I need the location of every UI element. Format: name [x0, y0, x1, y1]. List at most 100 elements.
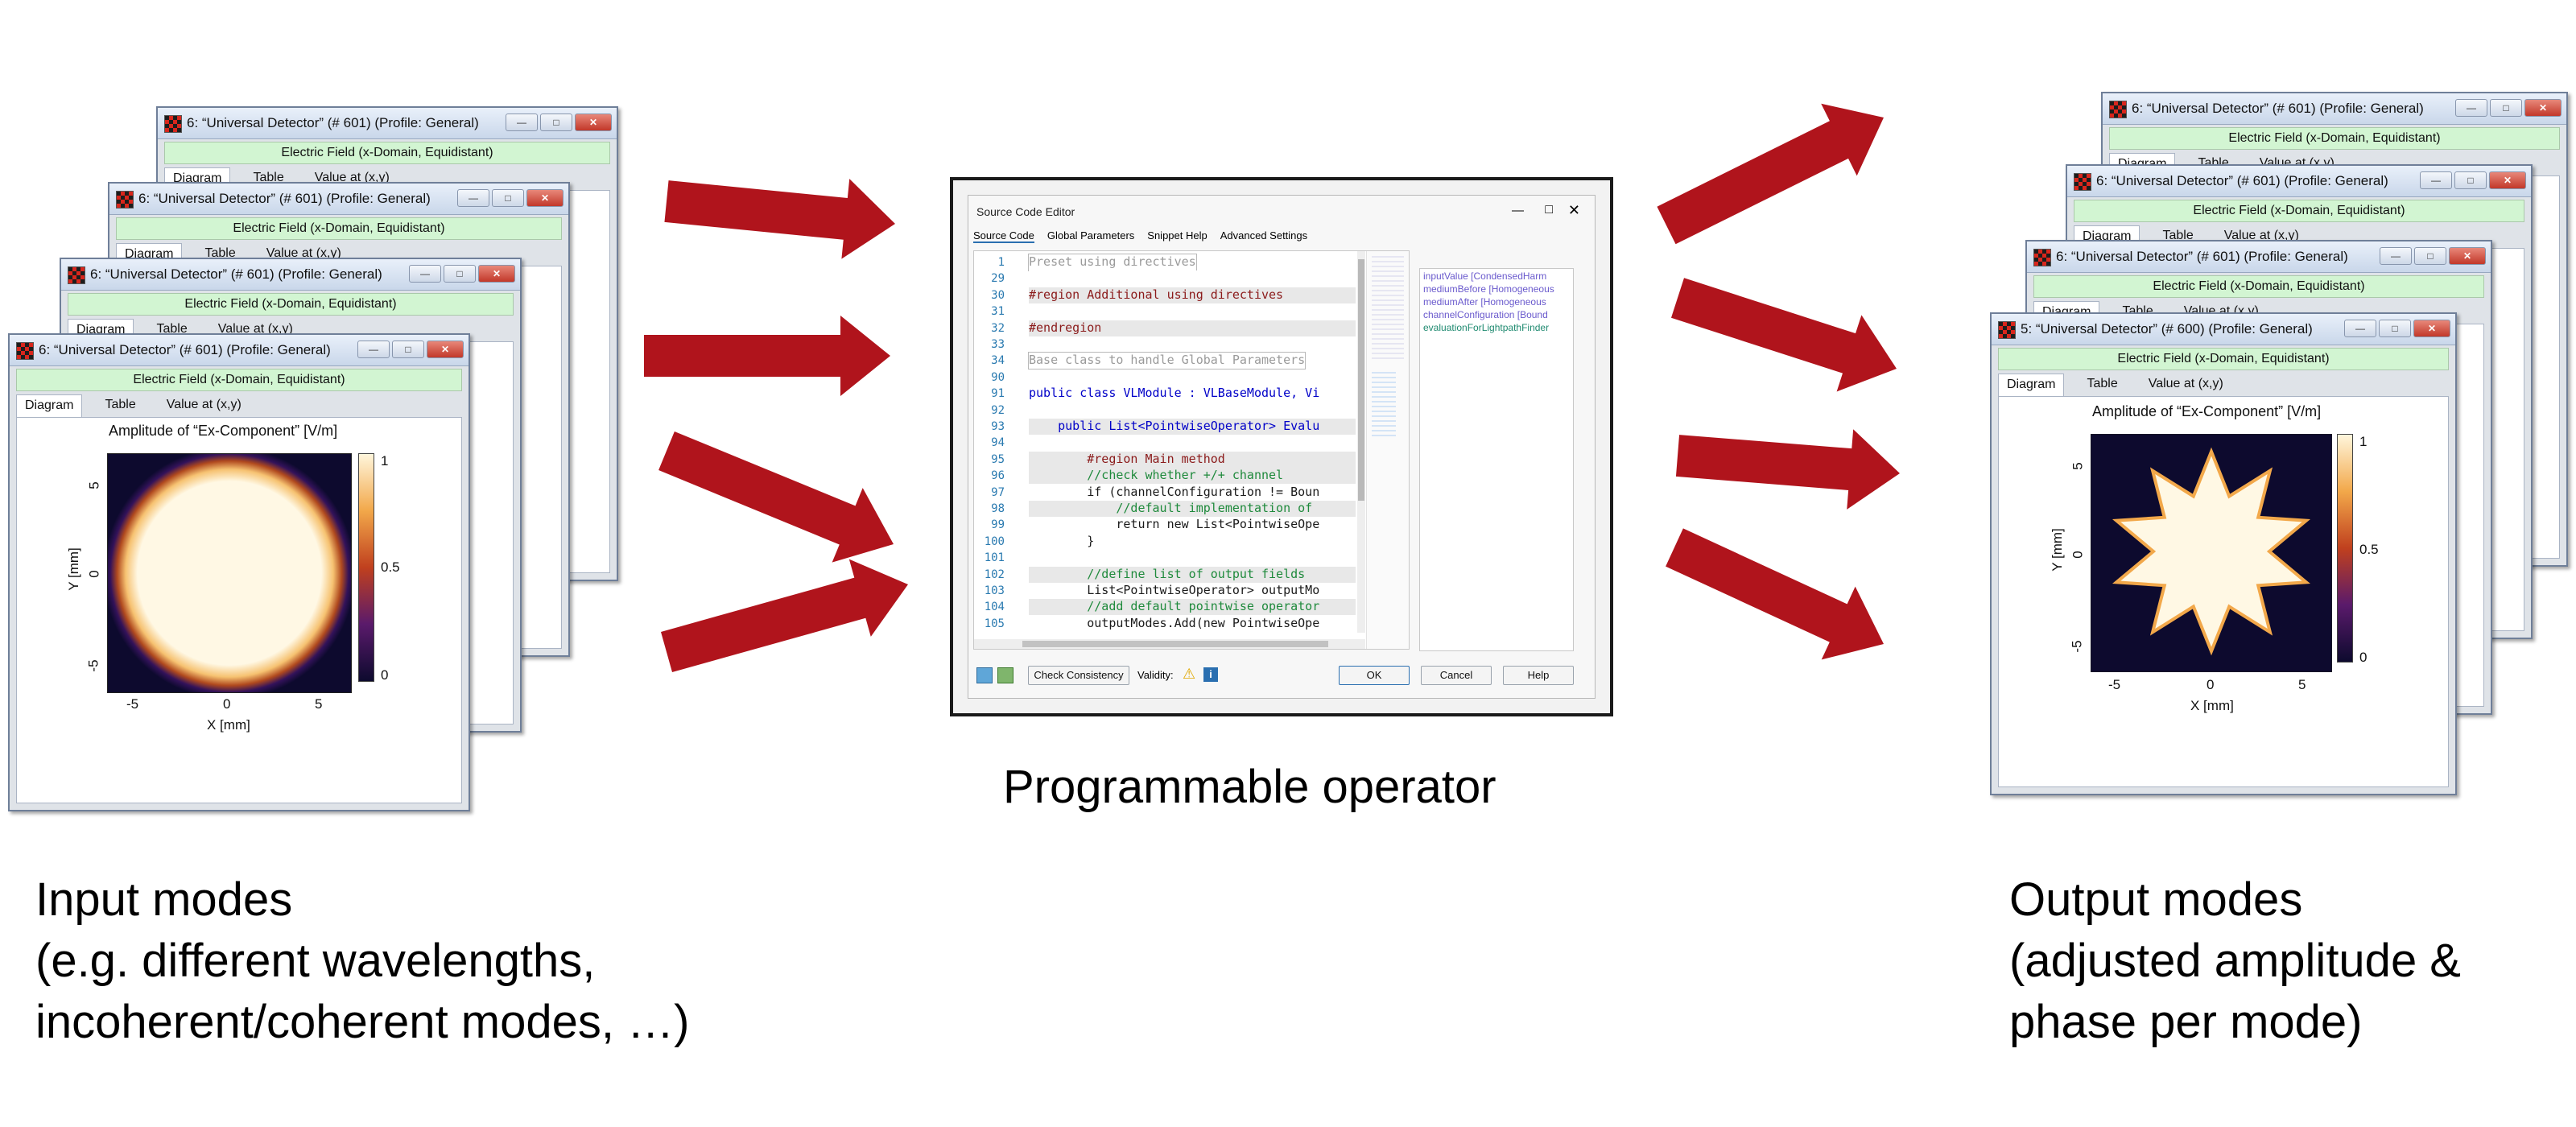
window-titlebar[interactable]: 6: “Universal Detector” (# 601) (Profile…	[158, 108, 617, 139]
param-item[interactable]: inputValue [CondensedHarm	[1423, 270, 1547, 282]
tab-table[interactable]: Table	[105, 398, 136, 411]
window-titlebar[interactable]: 6: “Universal Detector” (# 601) (Profile…	[109, 184, 568, 215]
minimize-icon[interactable]: —	[2380, 247, 2412, 265]
code-line[interactable]: 105 outputModes.Add(new PointwiseOpe	[974, 615, 1356, 632]
close-icon[interactable]: ✕	[2524, 99, 2562, 117]
window-titlebar[interactable]: 6: “Universal Detector” (# 601) (Profile…	[2103, 93, 2566, 125]
maximize-icon[interactable]: □	[1545, 203, 1553, 217]
window-titlebar[interactable]: 6: “Universal Detector” (# 601) (Profile…	[10, 335, 469, 366]
amplitude-plot	[107, 453, 352, 693]
minimize-icon[interactable]: —	[2420, 171, 2452, 189]
detector-window-front[interactable]: 5: “Universal Detector” (# 600) (Profile…	[1990, 312, 2457, 795]
maximize-icon[interactable]: □	[540, 114, 572, 131]
window-titlebar[interactable]: 5: “Universal Detector” (# 600) (Profile…	[1992, 314, 2455, 345]
code-line[interactable]: 97 if (channelConfiguration != Boun	[974, 484, 1356, 501]
close-icon[interactable]: ✕	[575, 114, 612, 131]
code-line[interactable]: 101	[974, 550, 1356, 567]
tab-diagram[interactable]: Diagram	[1998, 374, 2065, 396]
tab-table[interactable]: Table	[2162, 229, 2194, 242]
code-line[interactable]: 94	[974, 435, 1356, 452]
tab-value[interactable]: Value at (x,y)	[314, 171, 390, 184]
maximize-icon[interactable]: □	[2379, 320, 2411, 337]
cancel-button[interactable]: Cancel	[1421, 666, 1492, 685]
vertical-scrollbar[interactable]	[1357, 251, 1365, 633]
tab-table[interactable]: Table	[2087, 377, 2118, 390]
window-titlebar[interactable]: 6: “Universal Detector” (# 601) (Profile…	[61, 259, 520, 291]
info-icon[interactable]: i	[1203, 667, 1218, 682]
app-icon	[164, 115, 182, 133]
tab-value[interactable]: Value at (x,y)	[166, 398, 242, 411]
code-line[interactable]: 90	[974, 369, 1356, 386]
tab-snippet-help[interactable]: Snippet Help	[1147, 229, 1208, 242]
maximize-icon[interactable]: □	[444, 265, 476, 283]
minimize-icon[interactable]: —	[409, 265, 441, 283]
close-icon[interactable]: ✕	[2489, 171, 2526, 189]
code-line[interactable]: 99 return new List<PointwiseOpe	[974, 517, 1356, 534]
minimize-icon[interactable]: —	[506, 114, 538, 131]
arrow-right	[1666, 528, 1884, 660]
tab-value[interactable]: Value at (x,y)	[2223, 229, 2299, 242]
horizontal-scrollbar[interactable]	[974, 639, 1365, 649]
code-line[interactable]: 32#endregion	[974, 320, 1356, 336]
param-item[interactable]: mediumAfter [Homogeneous	[1423, 296, 1546, 308]
tab-value[interactable]: Value at (x,y)	[217, 322, 293, 336]
close-icon[interactable]: ✕	[1567, 202, 1580, 218]
tab-source-code[interactable]: Source Code	[973, 229, 1034, 243]
tab-advanced-settings[interactable]: Advanced Settings	[1220, 229, 1308, 242]
param-item[interactable]: channelConfiguration [Bound	[1423, 309, 1548, 320]
close-icon[interactable]: ✕	[478, 265, 515, 283]
minimize-icon[interactable]: —	[2344, 320, 2376, 337]
code-line[interactable]: 100 }	[974, 533, 1356, 550]
maximize-icon[interactable]: □	[2454, 171, 2487, 189]
close-icon[interactable]: ✕	[2449, 247, 2486, 265]
close-icon[interactable]: ✕	[427, 341, 464, 358]
ok-button[interactable]: OK	[1339, 666, 1410, 685]
star-amplitude-shape	[2112, 447, 2311, 656]
code-text: #region Additional using directives	[1029, 287, 1356, 303]
code-line[interactable]: 29	[974, 270, 1356, 287]
detector-window-front[interactable]: 6: “Universal Detector” (# 601) (Profile…	[8, 333, 470, 811]
code-line[interactable]: 103 List<PointwiseOperator> outputMo	[974, 583, 1356, 599]
tab-table[interactable]: Table	[253, 171, 284, 184]
maximize-icon[interactable]: □	[392, 341, 424, 358]
minimize-icon[interactable]: —	[357, 341, 390, 358]
window-titlebar[interactable]: 6: “Universal Detector” (# 601) (Profile…	[2067, 166, 2531, 197]
code-line[interactable]: 93 public List<PointwiseOperator> Evalu	[974, 419, 1356, 435]
toolbar-icon[interactable]	[976, 667, 993, 683]
tab-table[interactable]: Table	[156, 322, 188, 336]
tab-value[interactable]: Value at (x,y)	[266, 246, 341, 260]
code-line[interactable]: 95 #region Main method	[974, 451, 1356, 468]
window-titlebar[interactable]: 6: “Universal Detector” (# 601) (Profile…	[2027, 242, 2491, 273]
param-item[interactable]: evaluationForLightpathFinder	[1423, 322, 1550, 333]
maximize-icon[interactable]: □	[2414, 247, 2446, 265]
code-line[interactable]: 92	[974, 402, 1356, 419]
line-number: 92	[991, 403, 1005, 417]
maximize-icon[interactable]: □	[492, 189, 524, 207]
toolbar-icon[interactable]	[997, 667, 1013, 683]
code-line[interactable]: 33	[974, 336, 1356, 353]
close-icon[interactable]: ✕	[526, 189, 564, 207]
help-button[interactable]: Help	[1503, 666, 1574, 685]
tab-diagram[interactable]: Diagram	[16, 394, 83, 417]
minimize-icon[interactable]: —	[2455, 99, 2487, 117]
code-line[interactable]: 30#region Additional using directives	[974, 287, 1356, 303]
tab-table[interactable]: Table	[204, 246, 236, 260]
check-consistency-button[interactable]: Check Consistency	[1028, 666, 1129, 685]
y-tick: -5	[2069, 640, 2085, 653]
code-line[interactable]: 31	[974, 303, 1356, 320]
close-icon[interactable]: ✕	[2413, 320, 2450, 337]
tab-global-parameters[interactable]: Global Parameters	[1046, 229, 1135, 242]
code-line[interactable]: 102 //define list of output fields	[974, 566, 1356, 583]
code-line[interactable]: 96 //check whether +/+ channel	[974, 468, 1356, 485]
code-line[interactable]: 104 //add default pointwise operator	[974, 599, 1356, 616]
minimize-icon[interactable]: —	[1512, 204, 1524, 217]
code-line[interactable]: 98 //default implementation of	[974, 501, 1356, 517]
param-item[interactable]: mediumBefore [Homogeneous	[1423, 283, 1554, 295]
tab-value[interactable]: Value at (x,y)	[2148, 377, 2223, 390]
maximize-icon[interactable]: □	[2490, 99, 2522, 117]
minimize-icon[interactable]: —	[457, 189, 489, 207]
